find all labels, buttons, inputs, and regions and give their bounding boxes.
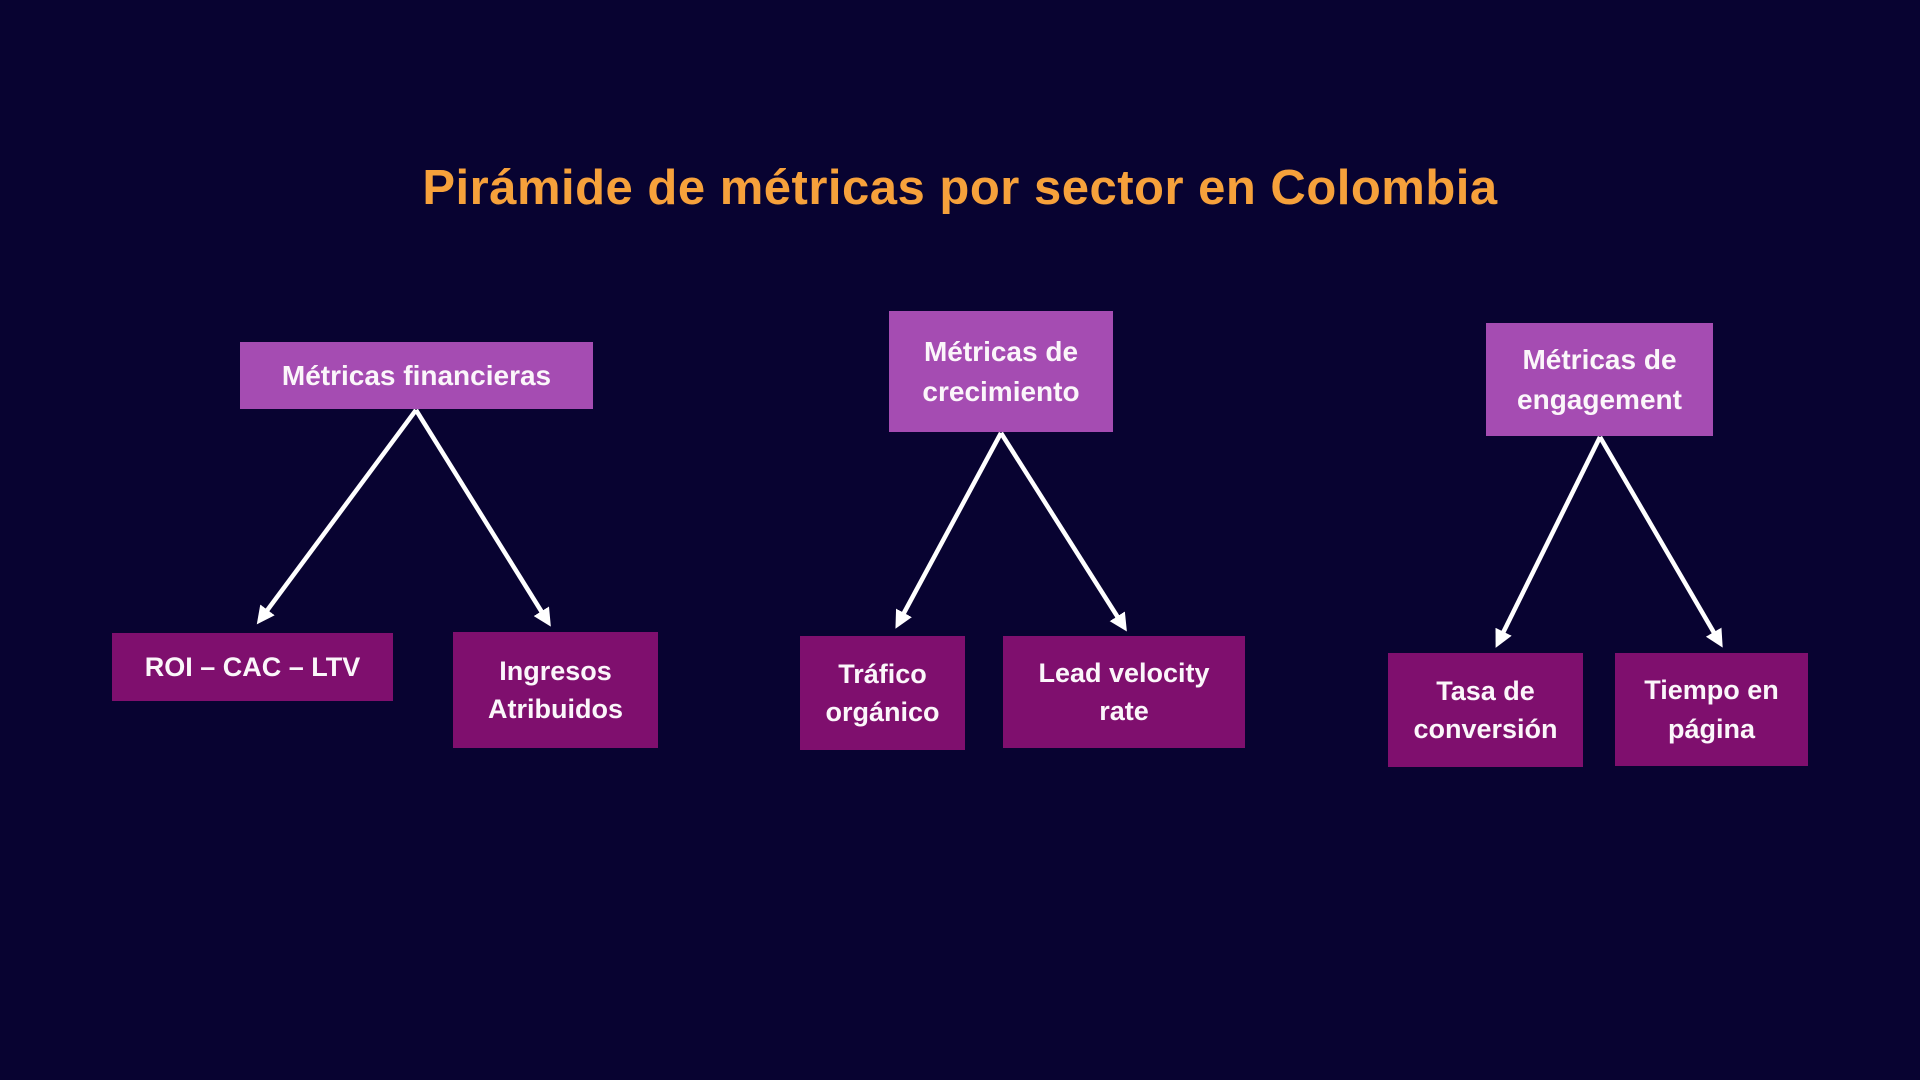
arrow-financieras-to-ingresos <box>414 408 551 627</box>
node-lead-velocity-rate: Lead velocity rate <box>1003 636 1245 748</box>
node-metricas-financieras: Métricas financieras <box>240 342 593 409</box>
page-title: Pirámide de métricas por sector en Colom… <box>422 161 1498 215</box>
node-tiempo-en-pagina: Tiempo en página <box>1615 653 1808 766</box>
node-metricas-engagement: Métricas de engagement <box>1486 323 1713 436</box>
arrow-financieras-to-roi-cac-ltv <box>256 408 418 625</box>
arrow-crecimiento-to-trafico <box>895 431 1003 629</box>
arrow-engagement-to-tasa-conversion <box>1495 436 1603 648</box>
node-ingresos-atribuidos: Ingresos Atribuidos <box>453 632 658 748</box>
arrow-crecimiento-to-lead-velocity <box>999 431 1127 632</box>
node-roi-cac-ltv: ROI – CAC – LTV <box>112 633 393 701</box>
node-metricas-crecimiento: Métricas de crecimiento <box>889 311 1113 432</box>
node-trafico-organico: Tráfico orgánico <box>800 636 965 750</box>
arrow-engagement-to-tiempo-pagina <box>1598 435 1723 648</box>
node-tasa-conversion: Tasa de conversión <box>1388 653 1583 767</box>
